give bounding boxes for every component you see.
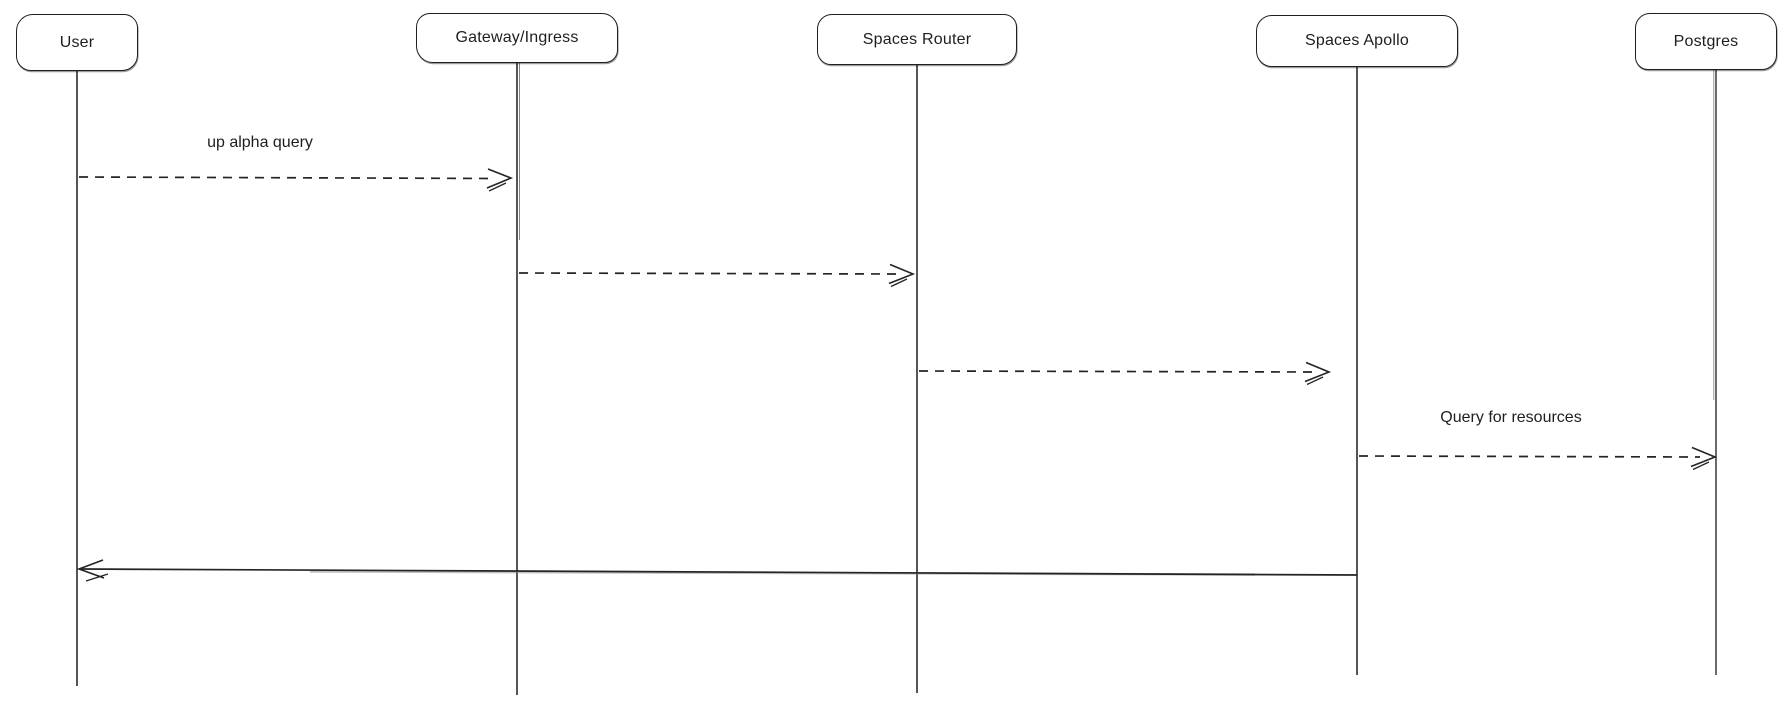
message-1-arrowhead-sketch-stroke	[488, 182, 507, 192]
actor-box-user: User	[16, 14, 138, 71]
message-2-arrowhead	[888, 263, 916, 285]
message-1-arrowhead	[486, 168, 514, 189]
message-2-line	[518, 272, 899, 275]
actor-label-spaces-apollo: Spaces Apollo	[1304, 32, 1409, 49]
actor-label-user: User	[59, 33, 95, 51]
actor-label-spaces-router: Spaces Router	[862, 30, 972, 48]
message-label-up-alpha-query: up alpha query	[207, 134, 313, 151]
message-2-arrowhead-sketch-stroke	[890, 278, 908, 288]
message-5-sketch-understroke	[309, 570, 1256, 576]
actor-box-spaces-router: Spaces Router	[817, 14, 1017, 65]
message-5-arrowhead	[76, 559, 105, 579]
message-4-line	[1358, 455, 1701, 458]
message-3-arrowhead	[1304, 361, 1332, 383]
message-3-line	[918, 370, 1315, 373]
actor-label-postgres: Postgres	[1673, 32, 1739, 50]
message-4-arrowhead-sketch-stroke	[1692, 461, 1710, 471]
message-5-arrowhead-sketch-stroke	[85, 573, 109, 582]
message-4-arrowhead	[1690, 446, 1718, 468]
actor-box-postgres: Postgres	[1635, 13, 1777, 70]
message-3-arrowhead-sketch-stroke	[1306, 376, 1324, 386]
message-label-query-for-resources: Query for resources	[1440, 409, 1582, 426]
message-1-line	[78, 176, 496, 180]
actor-label-gateway-ingress: Gateway/Ingress	[455, 29, 579, 46]
actor-box-gateway-ingress: Gateway/Ingress	[416, 13, 618, 63]
message-5-line	[79, 568, 1358, 576]
actor-box-spaces-apollo: Spaces Apollo	[1256, 15, 1458, 67]
